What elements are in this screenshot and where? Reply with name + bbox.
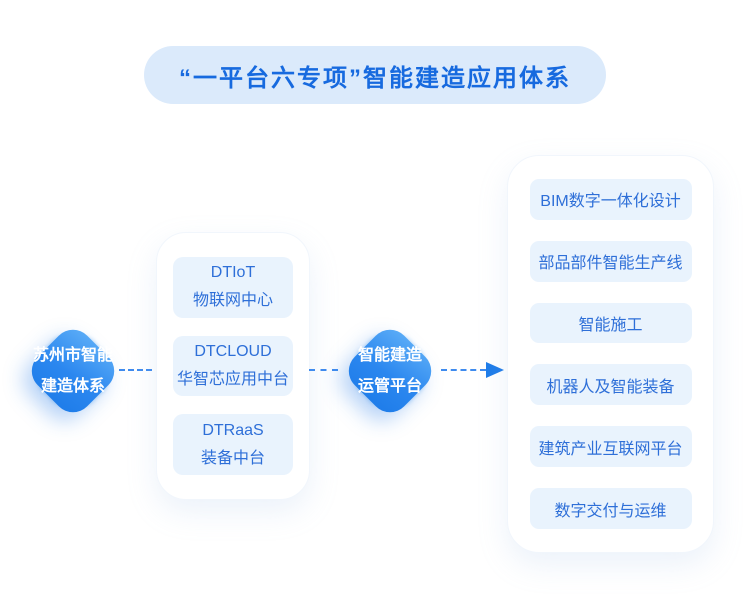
application-box-industry-internet-platform: 建筑产业互联网平台	[529, 426, 692, 468]
capability-box-dtraas: DTRaaS 装备中台	[173, 414, 293, 476]
capability-box-dtcloud: DTCLOUD 华智芯应用中台	[173, 335, 293, 397]
capabilities-card: DTIoT 物联网中心 DTCLOUD 华智芯应用中台 DTRaaS 装备中台	[156, 232, 310, 500]
application-box-digital-delivery-ops: 数字交付与运维	[529, 488, 692, 529]
dashed-connector-platform-to-applications	[441, 369, 486, 371]
title-banner: “一平台六专项”智能建造应用体系	[144, 46, 606, 104]
applications-card: BIM数字一体化设计 部品部件智能生产线 智能施工 机器人及智能装备 建筑产业互…	[507, 155, 714, 553]
application-box-smart-construction: 智能施工	[529, 302, 692, 344]
platform-node-label: 智能建造 运管平台	[357, 347, 422, 395]
source-node: 苏州市智能 建造体系	[23, 321, 123, 421]
dashed-connector-capabilities-to-platform	[309, 369, 338, 371]
capability-box-dtiot: DTIoT 物联网中心	[173, 257, 293, 318]
application-box-smart-production-line: 部品部件智能生产线	[529, 240, 692, 282]
application-box-robots-equipment: 机器人及智能装备	[529, 364, 692, 406]
platform-node: 智能建造 运管平台	[340, 321, 440, 421]
application-box-bim-design: BIM数字一体化设计	[529, 179, 692, 220]
arrow-right-icon	[486, 362, 504, 378]
source-node-label: 苏州市智能 建造体系	[32, 347, 113, 395]
dashed-connector-source-to-capabilities	[119, 369, 152, 371]
page-title: “一平台六专项”智能建造应用体系	[179, 64, 571, 92]
